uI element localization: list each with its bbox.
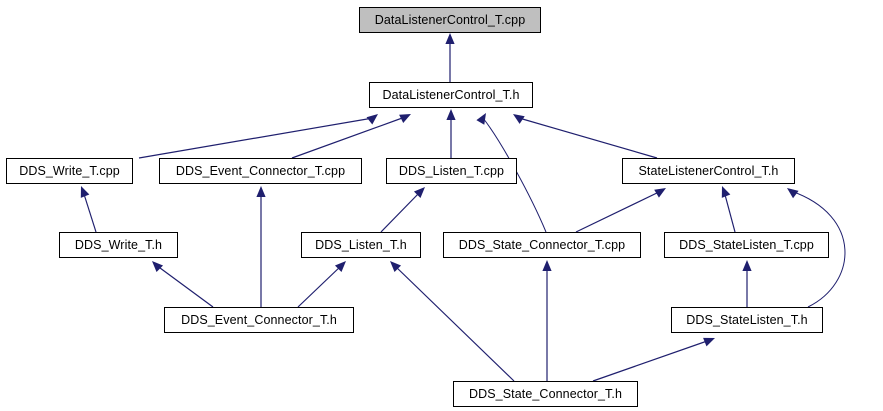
graph-node-datalistenercontrol-t-h[interactable]: DataListenerControl_T.h (369, 82, 533, 108)
graph-edge (155, 264, 214, 308)
graph-node-dds-statelisten-t-cpp[interactable]: DDS_StateListen_T.cpp (664, 232, 829, 258)
graph-edge (575, 190, 662, 233)
graph-node-label: DDS_StateListen_T.cpp (679, 237, 814, 252)
graph-edge-arrowhead (390, 261, 402, 273)
graph-edge (380, 190, 422, 233)
graph-edge-arrowhead (152, 261, 164, 273)
graph-node-datalistenercontrol-t-cpp[interactable]: DataListenerControl_T.cpp (359, 7, 541, 33)
graph-edge-arrowhead (256, 186, 266, 197)
graph-node-dds-statelisten-t-h[interactable]: DDS_StateListen_T.h (671, 307, 823, 333)
graph-node-dds-state-connector-t-cpp[interactable]: DDS_State_Connector_T.cpp (443, 232, 641, 258)
graph-edge (393, 264, 515, 382)
graph-node-dds-event-connector-t-h[interactable]: DDS_Event_Connector_T.h (164, 307, 354, 333)
graph-edge-arrowhead (703, 337, 715, 347)
graph-node-dds-listen-t-cpp[interactable]: DDS_Listen_T.cpp (386, 158, 517, 184)
graph-edge-arrowhead (446, 109, 456, 120)
graph-edge-arrowhead (787, 188, 799, 199)
graph-node-dds-event-connector-t-cpp[interactable]: DDS_Event_Connector_T.cpp (159, 158, 362, 184)
graph-edge-arrowhead (80, 186, 90, 198)
graph-node-label: DDS_Event_Connector_T.cpp (175, 163, 346, 178)
graph-node-label: DDS_Listen_T.cpp (398, 163, 505, 178)
graph-node-dds-listen-t-h[interactable]: DDS_Listen_T.h (301, 232, 421, 258)
graph-edge-arrowhead (445, 33, 455, 44)
graph-node-label: DDS_StateListen_T.h (686, 312, 808, 327)
graph-edge (291, 116, 406, 159)
graph-node-dds-write-t-h[interactable]: DDS_Write_T.h (59, 232, 178, 258)
graph-edge (518, 117, 658, 159)
graph-node-label: StateListenerControl_T.h (638, 163, 779, 178)
graph-edge-arrowhead (399, 114, 411, 124)
graph-node-label: DDS_State_Connector_T.cpp (458, 237, 626, 252)
graph-edge-arrowhead (542, 260, 552, 271)
graph-node-label: DDS_State_Connector_T.h (468, 386, 623, 401)
graph-edge-arrowhead (742, 260, 752, 271)
graph-edge-arrowhead (413, 187, 425, 199)
graph-node-statelistenercontrol-t-h[interactable]: StateListenerControl_T.h (622, 158, 795, 184)
graph-edge-arrowhead (366, 114, 378, 125)
graph-node-dds-state-connector-t-h[interactable]: DDS_State_Connector_T.h (453, 381, 638, 407)
graph-node-label: DataListenerControl_T.cpp (374, 12, 526, 27)
graph-node-label: DataListenerControl_T.h (382, 87, 520, 102)
graph-edge-arrowhead (513, 114, 525, 124)
graph-node-label: DDS_Write_T.cpp (19, 163, 120, 178)
graph-edge (723, 190, 736, 233)
graph-node-label: DDS_Event_Connector_T.h (181, 312, 337, 327)
graph-edge-arrowhead (334, 261, 346, 273)
graph-edge-arrowhead (721, 186, 731, 198)
graph-edge (592, 339, 711, 382)
graph-edge-arrowhead (654, 188, 666, 198)
graph-edge (82, 190, 97, 233)
graph-edge (297, 264, 343, 308)
graph-node-dds-write-t-cpp[interactable]: DDS_Write_T.cpp (6, 158, 133, 184)
graph-node-label: DDS_Write_T.h (74, 237, 163, 252)
graph-node-label: DDS_Listen_T.h (315, 237, 407, 252)
graph-edge (138, 117, 374, 159)
graph-edge-arrowhead (476, 113, 486, 125)
